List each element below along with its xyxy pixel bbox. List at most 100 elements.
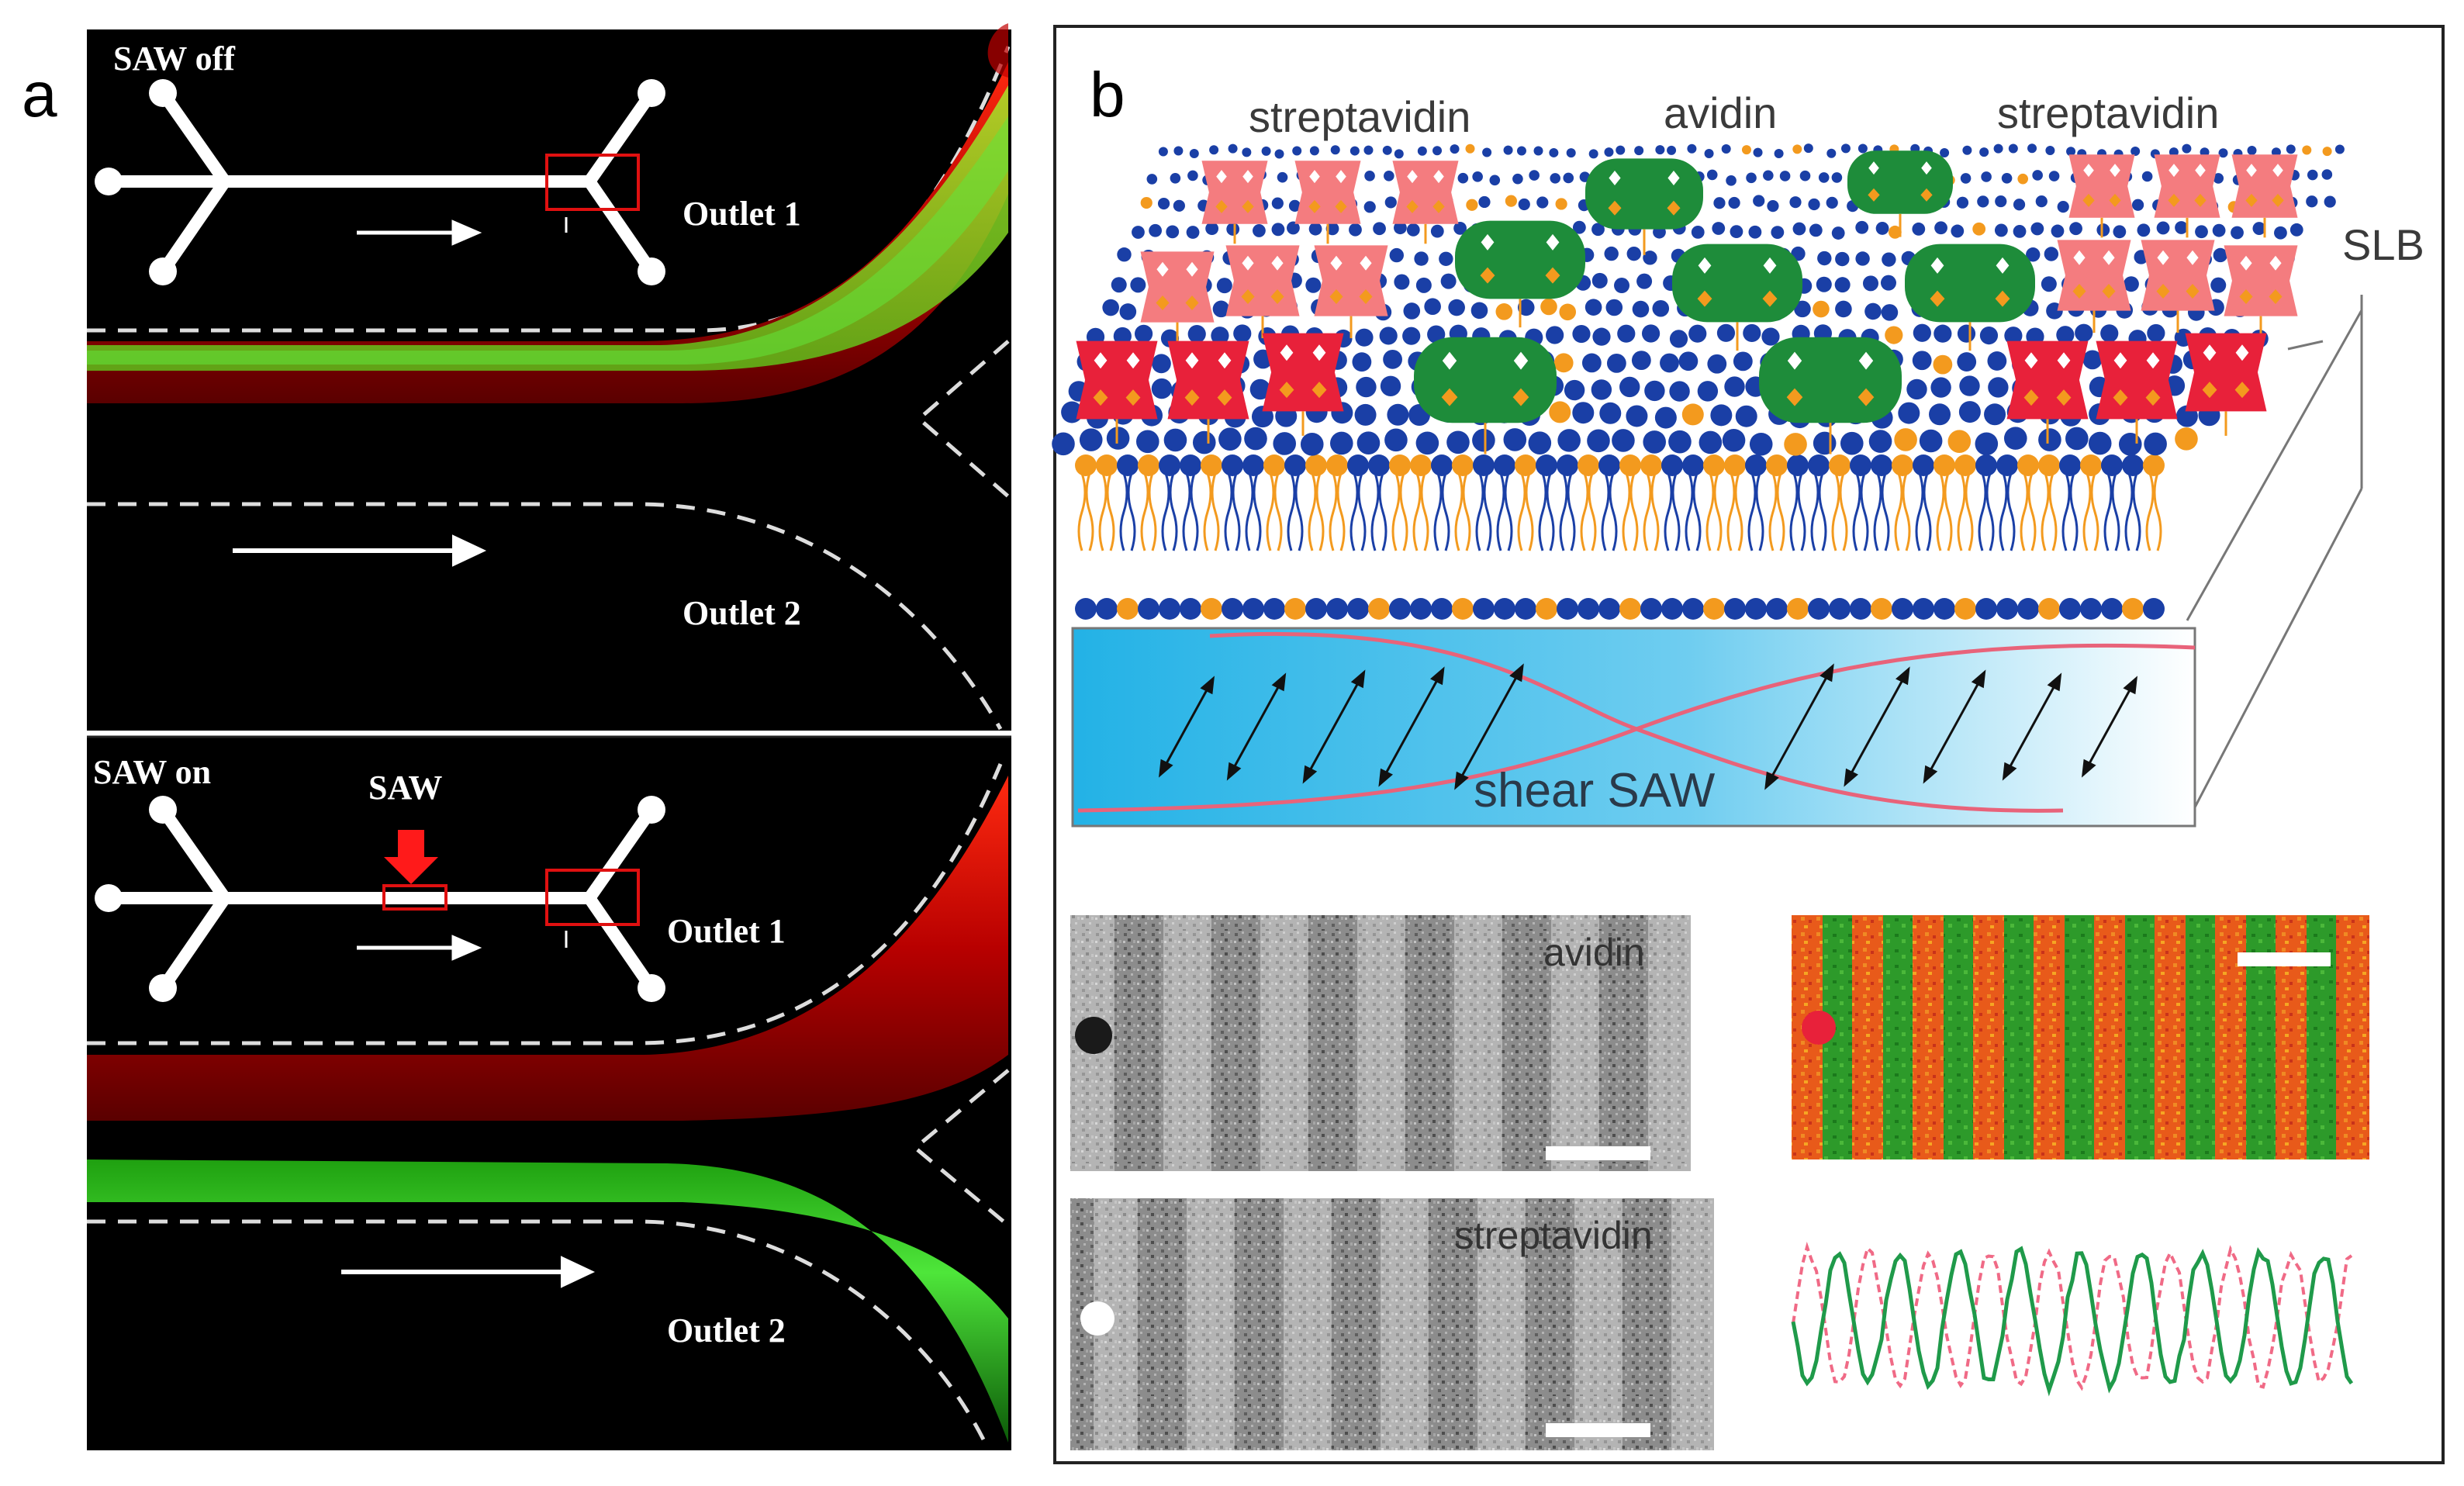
lipid-headgroup	[1305, 598, 1327, 620]
lipid-headgroup	[1244, 427, 1267, 451]
streptavidin-protein	[2096, 340, 2178, 444]
lipid-headgroup	[1387, 403, 1409, 426]
lipid-tail	[1441, 472, 1450, 551]
lipid-headgroup	[1634, 146, 1644, 156]
lipid-headgroup	[1119, 303, 1137, 320]
displacement-arrow	[2081, 676, 2138, 778]
lipid-headgroup	[1349, 146, 1360, 156]
lipid-headgroup	[1180, 454, 1201, 476]
lipid-headgroup	[1384, 428, 1408, 452]
lipid-headgroup	[1706, 169, 1718, 181]
lipid-tail	[1140, 472, 1149, 551]
lipid-headgroup	[1117, 598, 1139, 620]
lipid-headgroup	[1813, 300, 1830, 318]
lipid-headgroup	[1682, 454, 1704, 476]
lipid-headgroup	[1641, 324, 1661, 343]
lipid-headgroup	[2307, 169, 2318, 181]
lipid-tail	[1370, 472, 1380, 551]
lipid-tail	[1287, 472, 1296, 551]
lipid-headgroup	[1287, 221, 1300, 235]
lipid-headgroup	[1384, 196, 1397, 209]
lipid-headgroup	[1687, 143, 1697, 154]
lipid-headgroup	[1835, 251, 1850, 267]
lipid-headgroup	[1598, 454, 1620, 476]
lipid-headgroup	[1929, 403, 1951, 426]
lipid-headgroup	[1803, 143, 1813, 154]
outlet-2-label: Outlet 2	[683, 594, 801, 632]
lipid-headgroup	[1996, 598, 2018, 620]
lipid-headgroup	[1789, 196, 1802, 209]
lipid-headgroup	[1572, 220, 1586, 234]
lipid-headgroup	[2038, 428, 2061, 451]
lipid-headgroup	[1578, 454, 1599, 476]
avidin-protein	[1905, 244, 2035, 351]
lipid-headgroup	[1205, 222, 1219, 236]
lipid-headgroup	[1075, 454, 1097, 476]
lipid-tail	[1211, 472, 1220, 551]
lipid-tail	[1462, 472, 1471, 551]
scale-bar	[1546, 1146, 1650, 1160]
lipid-headgroup	[1881, 304, 1899, 321]
dashed-channel-wall	[912, 1069, 1010, 1227]
shear-wave-curve	[1077, 643, 2196, 813]
lipid-headgroup	[1794, 300, 1811, 318]
lipid-headgroup	[1730, 225, 1743, 239]
lipid-headgroup	[1415, 277, 1432, 293]
lipid-tail	[1308, 472, 1317, 551]
lipid-headgroup	[1106, 427, 1130, 450]
lipid-headgroup	[1546, 326, 1564, 344]
avidin-micrograph-label: avidin	[1543, 931, 1645, 974]
lipid-headgroup	[1933, 354, 1953, 375]
lipid-headgroup	[1453, 221, 1467, 235]
red-fluid-stream	[87, 62, 1008, 403]
lipid-headgroup	[2113, 225, 2127, 239]
lipid-headgroup	[1549, 401, 1571, 423]
lipid-headgroup	[1417, 146, 1427, 156]
lipid-headgroup	[1113, 327, 1132, 346]
lipid-headgroup	[1394, 274, 1410, 290]
lipid-headgroup	[1132, 226, 1145, 239]
lipid-headgroup	[1766, 598, 1788, 620]
lipid-headgroup	[1192, 430, 1216, 454]
dashed-channel-wall	[87, 763, 1003, 1045]
lipid-headgroup	[2066, 147, 2076, 157]
lipid-headgroup	[1355, 328, 1374, 347]
lipid-headgroup	[1710, 404, 1733, 427]
lipid-headgroup	[1557, 429, 1581, 452]
lipid-headgroup	[1855, 251, 1870, 266]
lipid-headgroup	[2141, 171, 2153, 182]
displacement-arrow	[1302, 669, 1366, 784]
lipid-headgroup	[1158, 147, 1168, 157]
streptavidin-protein	[1140, 251, 1215, 345]
lipid-headgroup	[1503, 428, 1527, 451]
lipid-headgroup	[1271, 197, 1284, 209]
avidin-micrograph: avidin	[1070, 915, 1691, 1171]
lipid-headgroup	[2082, 350, 2103, 370]
lipid-headgroup	[1906, 378, 1927, 400]
lipid-headgroup	[1707, 354, 1727, 374]
lipid-headgroup	[1640, 598, 1662, 620]
lipid-headgroup	[1682, 598, 1704, 620]
lipid-tail	[1336, 472, 1346, 551]
lipid-headgroup	[1326, 454, 1348, 476]
lipid-headgroup	[1975, 432, 1999, 456]
lipid-tail	[1475, 472, 1484, 551]
lipid-headgroup	[1117, 247, 1132, 262]
lipid-headgroup	[1329, 431, 1353, 455]
lipid-tail	[1412, 472, 1422, 551]
lipid-headgroup	[1681, 403, 1704, 426]
lipid-headgroup	[1703, 598, 1725, 620]
streptavidin-protein	[2231, 154, 2298, 238]
lipid-headgroup	[2123, 276, 2139, 292]
lipid-headgroup	[1721, 144, 1731, 154]
lipid-tail	[1944, 472, 1953, 551]
lipid-tail	[1148, 472, 1157, 551]
avidin-protein	[1847, 150, 1953, 237]
lipid-headgroup	[1994, 223, 2008, 237]
lipid-headgroup	[2274, 226, 2287, 240]
lipid-headgroup	[2101, 454, 2123, 476]
lipid-headgroup	[1632, 300, 1650, 318]
lipid-headgroup	[1940, 148, 1950, 158]
displacement-arrows	[1158, 663, 2138, 790]
lipid-headgroup	[1743, 323, 1761, 343]
